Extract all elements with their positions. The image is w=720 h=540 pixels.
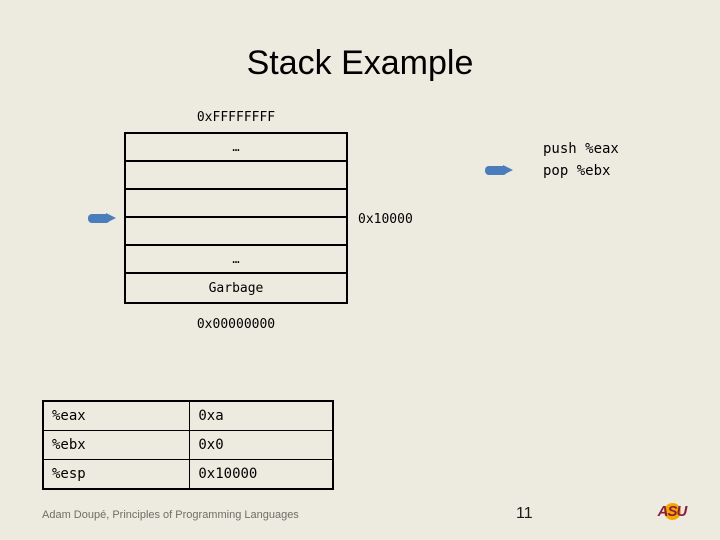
stack-cell (126, 218, 346, 246)
table-row: %ebx 0x0 (42, 430, 334, 460)
stack-cell: … (126, 246, 346, 274)
asu-logo: ASU (651, 501, 693, 523)
register-value: 0x0 (189, 430, 334, 460)
stack-cell-garbage: Garbage (126, 274, 346, 302)
table-row: %esp 0x10000 (42, 459, 334, 490)
register-name: %esp (42, 459, 191, 490)
stack-top-address-label: 0xFFFFFFFF (196, 110, 276, 125)
asu-logo-text: ASU (657, 503, 688, 520)
arrow-head (503, 165, 513, 175)
instruction-pointer-right-arrow-icon (485, 165, 517, 176)
instruction-list: push %eax pop %ebx (543, 138, 619, 182)
arrow-shaft (88, 214, 110, 223)
register-table: %eax 0xa %ebx 0x0 %esp 0x10000 (42, 400, 334, 490)
register-value: 0x10000 (189, 459, 334, 490)
sunburst-icon (664, 503, 681, 520)
stack-cell (126, 190, 346, 218)
arrow-shaft (485, 166, 507, 175)
stack-bottom-address-label: 0x00000000 (196, 317, 276, 332)
stack-cell (126, 162, 346, 190)
esp-address-label: 0x10000 (358, 212, 413, 227)
instruction-line-pop: pop %ebx (543, 163, 611, 179)
page-title: Stack Example (246, 44, 474, 82)
stack-diagram: … … Garbage (124, 132, 348, 304)
instruction-line-push: push %eax (543, 141, 619, 157)
register-name: %ebx (42, 430, 191, 460)
register-name: %eax (42, 400, 191, 431)
footer-credit: Adam Doupé, Principles of Programming La… (42, 509, 299, 521)
page-number: 11 (516, 505, 533, 522)
arrow-head (106, 213, 116, 223)
stack-cell: … (126, 134, 346, 162)
register-value: 0xa (189, 400, 334, 431)
stack-pointer-right-arrow-icon (88, 213, 120, 224)
table-row: %eax 0xa (42, 400, 334, 431)
